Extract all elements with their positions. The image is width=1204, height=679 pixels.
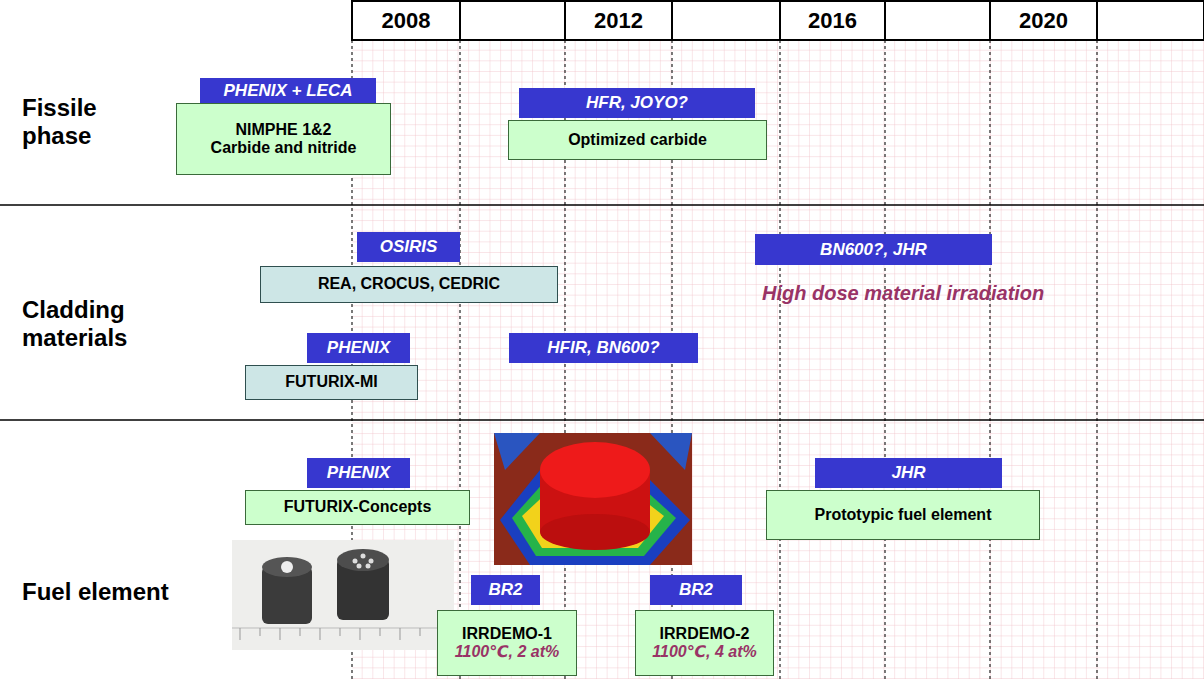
note-text: High dose material irradiation (762, 282, 1102, 305)
reactor-bar: HFIR, BN600? (509, 333, 698, 363)
experiment-box: FUTURIX-Concepts (245, 490, 470, 525)
experiment-name: NIMPHE 1&2 Carbide and nitride (208, 121, 360, 158)
reactor-name: HFIR, BN600? (547, 338, 659, 358)
experiment-box: REA, CROCUS, CEDRIC (260, 266, 558, 303)
experiment-box: IRRDEMO-11100℃, 2 at% (437, 610, 577, 676)
experiment-name: Optimized carbide (568, 131, 707, 149)
element-render (494, 433, 692, 565)
reactor-name: PHENIX + LECA (224, 81, 353, 101)
experiment-name: IRRDEMO-1 (462, 625, 552, 643)
experiment-name: FUTURIX-MI (285, 373, 377, 391)
year-header: 2012 (565, 8, 672, 33)
reactor-bar: BR2 (471, 575, 540, 605)
experiment-box: NIMPHE 1&2 Carbide and nitride (176, 103, 391, 175)
row-heading: Fuel element (22, 578, 222, 606)
condition-note: 1100℃, 4 at% (652, 643, 756, 661)
row-heading: Cladding materials (22, 296, 172, 351)
reactor-bar: HFR, JOYO? (519, 88, 755, 118)
experiment-box: Prototypic fuel element (766, 490, 1040, 540)
experiment-name: Prototypic fuel element (815, 506, 992, 524)
reactor-bar: BR2 (650, 575, 742, 605)
reactor-bar: BN600?, JHR (755, 234, 992, 265)
experiment-box: Optimized carbide (508, 120, 767, 160)
condition-note: 1100℃, 2 at% (455, 643, 559, 661)
reactor-bar: PHENIX + LECA (200, 78, 376, 104)
reactor-bar: PHENIX (307, 333, 410, 363)
year-header: 2020 (990, 8, 1097, 33)
pellet-photo (232, 540, 454, 650)
experiment-box: IRRDEMO-21100℃, 4 at% (635, 610, 774, 676)
reactor-name: BR2 (488, 580, 522, 600)
reactor-name: BR2 (679, 580, 713, 600)
reactor-name: HFR, JOYO? (586, 93, 688, 113)
reactor-name: OSIRIS (380, 237, 438, 257)
experiment-box: FUTURIX-MI (245, 365, 418, 400)
reactor-name: PHENIX (327, 463, 390, 483)
reactor-bar: JHR (815, 458, 1002, 488)
row-heading: Fissile phase (22, 94, 162, 149)
reactor-name: BN600?, JHR (820, 240, 927, 260)
reactor-name: PHENIX (327, 338, 390, 358)
year-header: 2008 (352, 8, 460, 33)
experiment-name: FUTURIX-Concepts (284, 498, 432, 516)
reactor-name: JHR (891, 463, 925, 483)
experiment-name: IRRDEMO-2 (660, 625, 750, 643)
reactor-bar: PHENIX (307, 458, 410, 488)
experiment-name: REA, CROCUS, CEDRIC (318, 275, 500, 293)
reactor-bar: OSIRIS (357, 232, 460, 262)
year-header: 2016 (780, 8, 885, 33)
